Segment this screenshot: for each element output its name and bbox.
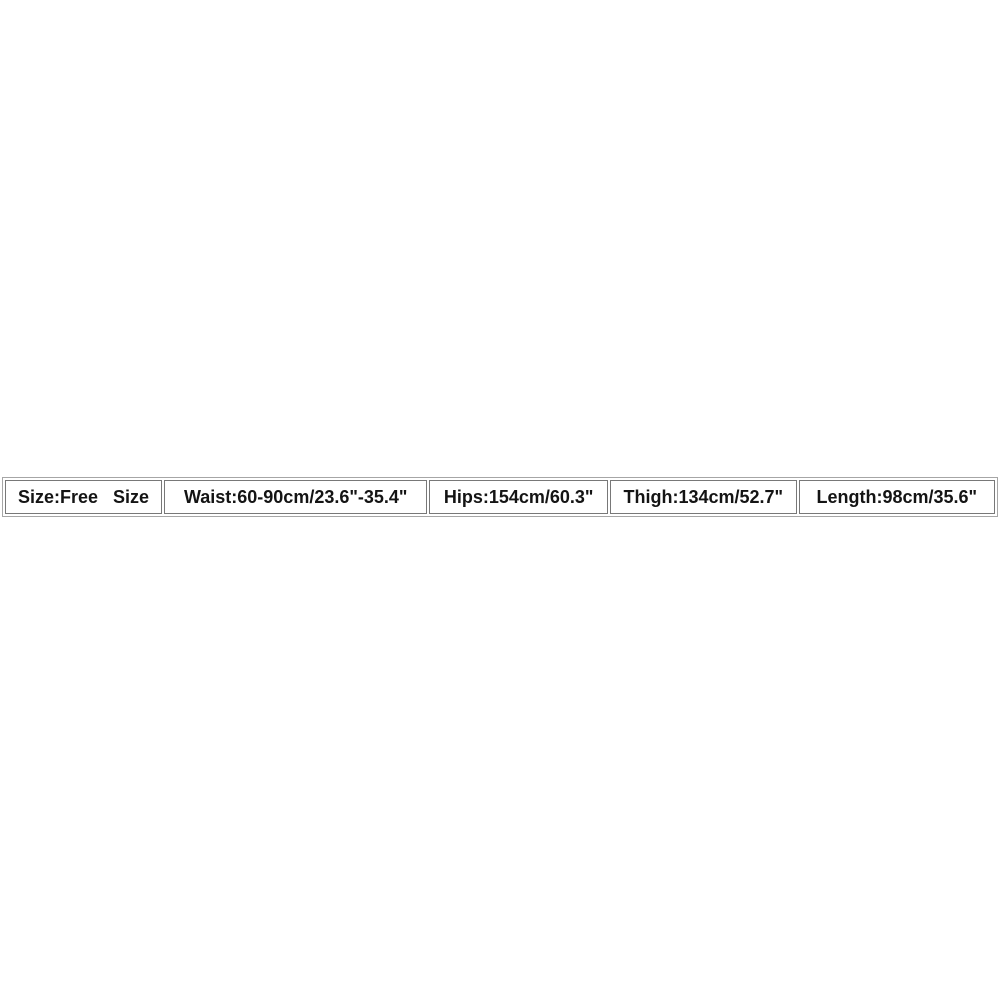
size-cell: Size:Free Size [5, 480, 163, 514]
size-chart-row: Size:Free Size Waist:60-90cm/23.6"-35.4"… [5, 480, 995, 514]
hips-cell: Hips:154cm/60.3" [429, 480, 608, 514]
length-cell: Length:98cm/35.6" [798, 480, 995, 514]
waist-cell: Waist:60-90cm/23.6"-35.4" [164, 480, 428, 514]
size-chart-table: Size:Free Size Waist:60-90cm/23.6"-35.4"… [2, 477, 998, 517]
thigh-cell: Thigh:134cm/52.7" [610, 480, 797, 514]
